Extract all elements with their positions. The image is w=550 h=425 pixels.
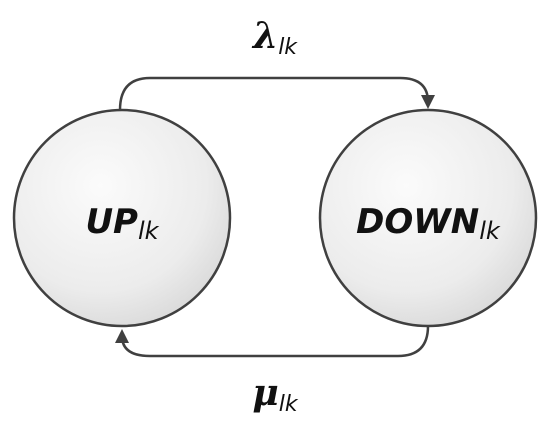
transition-label-failure-symbol: λ — [251, 15, 278, 57]
state-node-down: DOWNlk — [318, 108, 538, 328]
transition-label-repair-symbol: μ — [252, 372, 278, 414]
state-label-down: DOWNlk — [356, 202, 501, 245]
state-label-down-main: DOWN — [356, 202, 479, 242]
transition-arrow-repair — [115, 325, 430, 358]
state-label-up: UPlk — [85, 202, 159, 245]
transition-label-repair-sub: lk — [279, 392, 299, 417]
transition-label-failure: λlk — [251, 15, 298, 60]
state-label-up-sub: lk — [138, 217, 160, 245]
state-node-up: UPlk — [12, 108, 232, 328]
state-circle-up — [12, 108, 232, 328]
transition-arrow-failure — [118, 76, 435, 111]
transition-label-failure-sub: lk — [278, 35, 298, 60]
state-label-up-main: UP — [85, 202, 138, 242]
state-label-down-sub: lk — [479, 217, 501, 245]
transition-label-repair: μlk — [252, 372, 298, 417]
